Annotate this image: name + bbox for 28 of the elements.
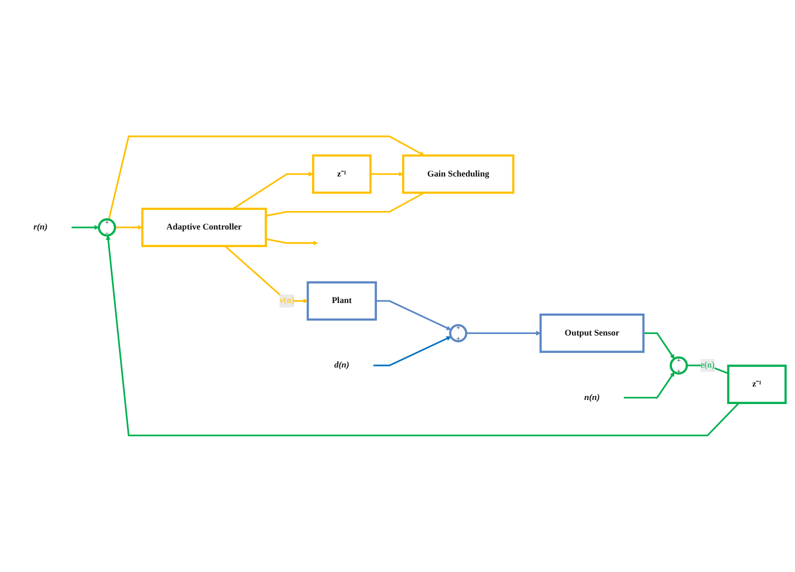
arrow: [266, 238, 318, 246]
edge-label: e(n): [700, 360, 715, 370]
arrow: [373, 336, 452, 366]
arrow: [224, 245, 308, 304]
arrow: [106, 235, 740, 436]
arrow: [466, 330, 541, 336]
arrow: [370, 172, 404, 177]
arrow: [232, 172, 314, 210]
edge-label: v(n): [280, 296, 294, 306]
node-box: [141, 208, 267, 248]
node-circle: [98, 218, 116, 237]
arrow: [624, 372, 675, 399]
arrow: [72, 225, 100, 230]
node-box: [306, 281, 377, 321]
node-text: r(n): [33, 222, 48, 232]
node-text: d(n): [334, 360, 350, 370]
node-box: [402, 154, 514, 194]
arrow: [376, 300, 452, 330]
node-text: n(n): [584, 392, 600, 402]
node-box: [540, 314, 645, 353]
arrow: [115, 225, 143, 230]
connector: [266, 192, 425, 217]
node-box: [727, 364, 787, 404]
node-circle: [670, 356, 688, 375]
arrow: [108, 136, 425, 220]
arrow: [643, 332, 675, 360]
node-circle: [449, 324, 468, 342]
node-box: [312, 154, 372, 194]
